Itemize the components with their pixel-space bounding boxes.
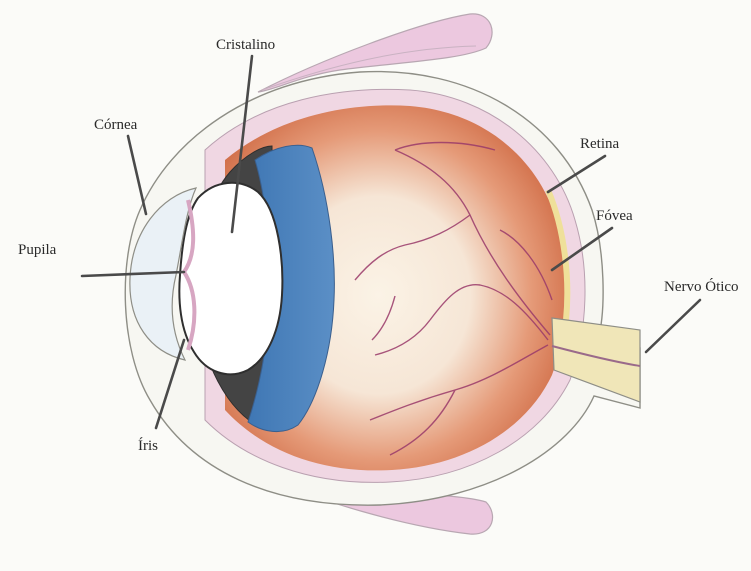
label-pupila: Pupila xyxy=(18,241,56,259)
label-cornea: Córnea xyxy=(94,116,137,134)
label-retina: Retina xyxy=(580,135,619,153)
label-cristalino: Cristalino xyxy=(216,36,275,54)
label-nervo-otico: Nervo Ótico xyxy=(664,278,739,296)
lens xyxy=(179,183,282,374)
label-fovea: Fóvea xyxy=(596,207,633,225)
leader-cornea xyxy=(128,136,146,214)
label-iris: Íris xyxy=(138,437,158,455)
leader-nervo xyxy=(646,300,700,352)
